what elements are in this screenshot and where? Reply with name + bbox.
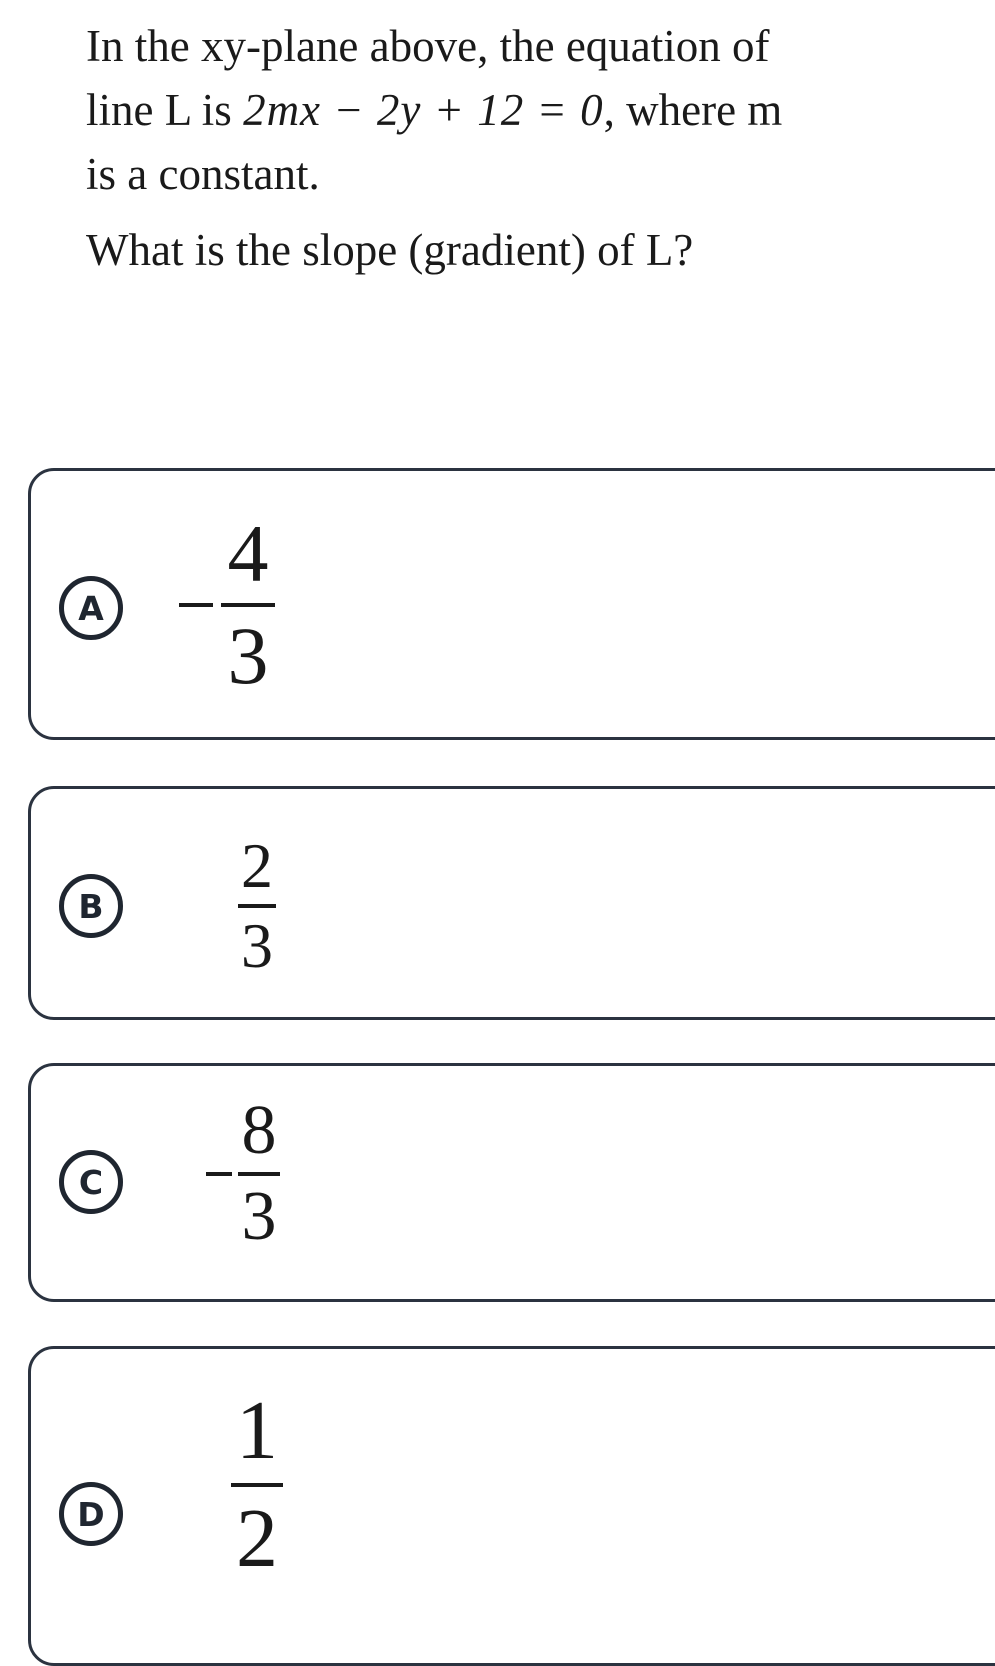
- fraction: 2 3: [238, 834, 276, 978]
- fraction-bar: [231, 1483, 283, 1487]
- choice-letter-a-icon: A: [59, 576, 123, 640]
- choice-letter-c-icon: C: [59, 1150, 123, 1214]
- minus-sign-icon: [179, 603, 213, 607]
- answer-choice-d[interactable]: D 1 2: [28, 1346, 995, 1666]
- fraction-bar: [221, 603, 275, 607]
- choice-b-value: 2 3: [238, 834, 276, 978]
- choice-letter-d-icon: D: [59, 1482, 123, 1546]
- choice-a-value: 4 3: [179, 513, 275, 697]
- numerator: 2: [241, 830, 273, 901]
- fraction-bar: [238, 1172, 280, 1176]
- choice-letter-b-icon: B: [59, 874, 123, 938]
- denominator: 3: [241, 910, 273, 981]
- question-line-2-prefix: line L is: [86, 85, 244, 135]
- question-line-2: line L is 2mx − 2y + 12 = 0, where m: [86, 78, 906, 142]
- choice-c-value: 8 3: [206, 1096, 280, 1252]
- numerator: 8: [241, 1092, 277, 1169]
- denominator: 2: [236, 1492, 278, 1585]
- denominator: 3: [227, 610, 269, 701]
- fraction: 1 2: [231, 1389, 283, 1581]
- minus-sign-icon: [206, 1172, 232, 1176]
- denominator: 3: [241, 1178, 277, 1255]
- fraction: 8 3: [238, 1096, 280, 1252]
- answer-choice-a[interactable]: A 4 3: [28, 468, 995, 740]
- question-prompt: What is the slope (gradient) of L?: [86, 225, 694, 275]
- equation: 2mx − 2y + 12 = 0: [243, 85, 604, 135]
- answer-choice-b[interactable]: B 2 3: [28, 786, 995, 1020]
- question-line-1: In the xy-plane above, the equation of: [86, 21, 770, 71]
- answer-choice-c[interactable]: C 8 3: [28, 1063, 995, 1302]
- question-text: In the xy-plane above, the equation of l…: [86, 14, 906, 282]
- fraction: 4 3: [221, 513, 275, 697]
- choice-d-value: 1 2: [231, 1389, 283, 1581]
- question-line-2-suffix: , where m: [603, 85, 783, 135]
- numerator: 4: [227, 508, 269, 599]
- fraction-bar: [238, 904, 276, 908]
- question-line-3: is a constant.: [86, 149, 320, 199]
- numerator: 1: [236, 1384, 278, 1477]
